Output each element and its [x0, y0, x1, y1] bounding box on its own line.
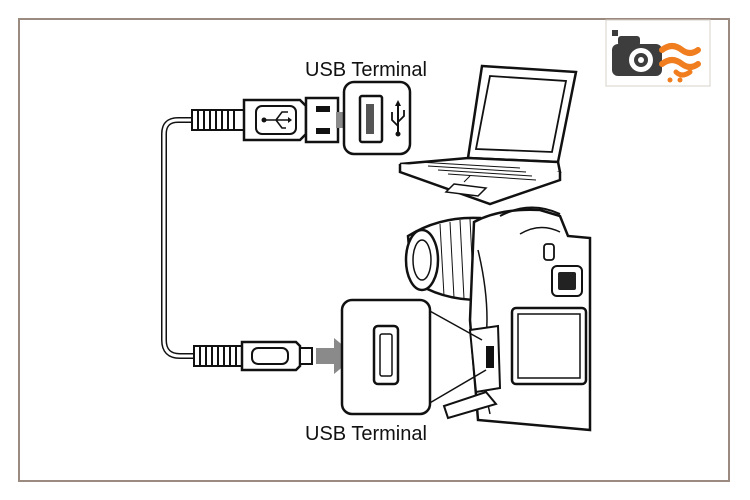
mini-usb-plug	[193, 340, 313, 372]
camera-logo-icon	[605, 19, 711, 87]
usb-symbol-icon	[391, 100, 405, 137]
insert-arrow-bottom	[316, 338, 356, 374]
usb-terminal-label-top: USB Terminal	[305, 59, 427, 81]
diagram-frame	[18, 18, 730, 482]
camera-illustration	[404, 206, 592, 432]
usb-a-port-callout	[342, 80, 412, 156]
mini-usb-port-callout	[340, 298, 432, 416]
callout-lines	[427, 309, 487, 405]
usb-terminal-label-bottom: USB Terminal	[305, 423, 427, 445]
laptop-illustration	[398, 64, 578, 206]
usb-cable	[161, 117, 200, 359]
usb-a-plug	[191, 96, 340, 144]
